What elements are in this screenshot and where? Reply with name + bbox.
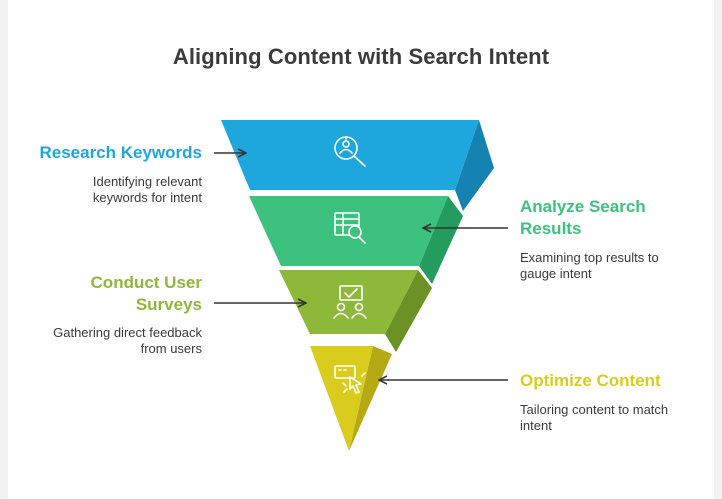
funnel-layer-conduct-user-surveys (279, 270, 432, 352)
optimize-cursor-icon (334, 365, 366, 394)
funnel-layer-optimize-content (310, 346, 392, 451)
analyze-search-results-description: Examining top results to gauge intent (520, 250, 659, 281)
conduct-user-surveys-description: Gathering direct feedback from users (53, 325, 202, 356)
funnel-layer-research-keywords (221, 120, 494, 211)
optimize-content-description: Tailoring content to match intent (520, 402, 669, 433)
survey-users-icon (333, 285, 367, 319)
keyword-research-icon (334, 136, 366, 167)
optimize-content-heading: Optimize Content (520, 371, 661, 390)
conduct-user-surveys-heading: Conduct User Surveys (90, 273, 202, 314)
research-keywords-heading: Research Keywords (39, 143, 202, 162)
diagram-title: Aligning Content with Search Intent (172, 44, 550, 69)
research-keywords-description: Identifying relevant keywords for intent (92, 174, 202, 205)
analyze-search-results-heading: Analyze Search Results (520, 197, 646, 238)
table-search-icon (334, 212, 366, 244)
